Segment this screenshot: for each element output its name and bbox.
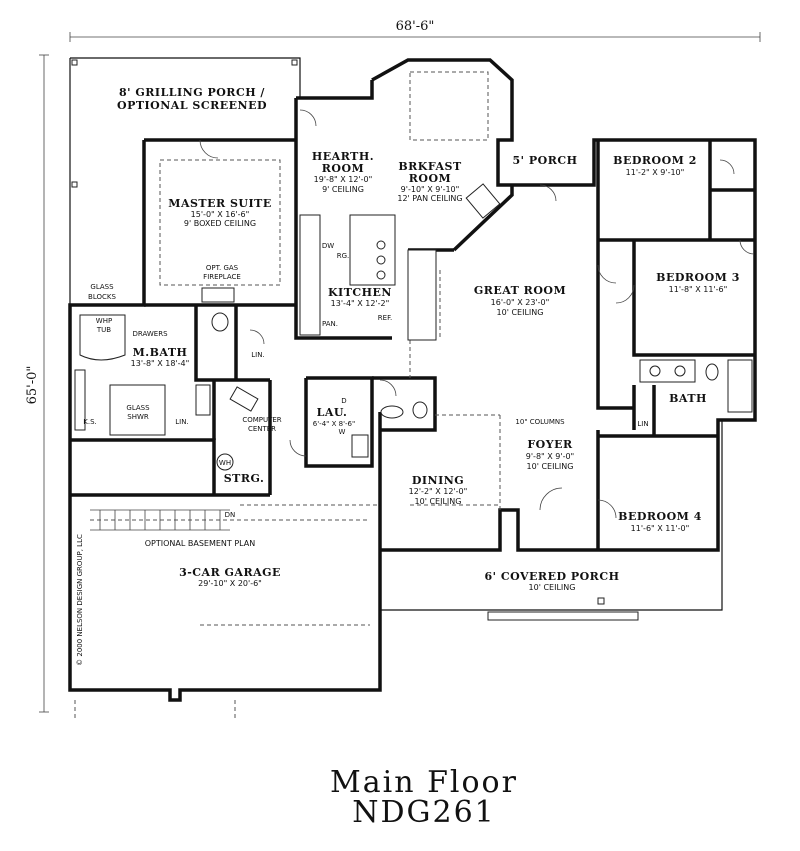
garage-label: 3-CAR GARAGE xyxy=(179,566,281,579)
whp-tub-label: WHP xyxy=(96,317,112,325)
brkfast-room-note: 12' PAN CEILING xyxy=(397,194,462,203)
interior-walls xyxy=(70,140,755,550)
computer-center-label: COMPUTER xyxy=(242,416,281,424)
bedroom-4-size: 11'-6" X 11'-0" xyxy=(631,524,690,533)
master-suite-label: MASTER SUITE xyxy=(168,197,271,210)
hearth-room-size: 19'-8" X 12'-0" xyxy=(314,175,373,184)
brkfast-room-size: 9'-10" X 9'-10" xyxy=(401,185,460,194)
ks-label: K.S. xyxy=(83,418,96,426)
foyer-note: 10' CEILING xyxy=(527,462,574,471)
ceiling-outlines xyxy=(74,71,501,720)
kitchen: KITCHEN 13'-4" X 12'-2" xyxy=(328,286,392,308)
dw-label: DW xyxy=(322,242,334,250)
lau-w-label: W xyxy=(339,428,346,436)
strg-label: STRG. xyxy=(224,472,265,485)
pan-label: PAN. xyxy=(322,320,338,328)
dimension-lines xyxy=(39,32,761,713)
bedroom-3-label: BEDROOM 3 xyxy=(656,271,740,284)
dining-note: 10' CEILING xyxy=(415,497,462,506)
copyright-label: © 2000 NELSON DESIGN GROUP, LLC xyxy=(76,534,84,666)
bedroom-4-label: BEDROOM 4 xyxy=(618,510,702,523)
glass-shwr-label-2: SHWR xyxy=(127,413,149,421)
master-suite: MASTER SUITE 15'-0" X 16'-6" 9' BOXED CE… xyxy=(168,197,271,228)
bedroom-2-size: 11'-2" X 9'-10" xyxy=(626,168,685,177)
plan-title: Main Floor xyxy=(330,765,518,800)
plan-code: NDG261 xyxy=(352,795,496,830)
garage: 3-CAR GARAGE 29'-10" X 20'-6" xyxy=(179,566,281,588)
grilling-porch-label: 8' GRILLING PORCH / xyxy=(119,86,265,99)
porch-5-label: 5' PORCH xyxy=(513,154,578,167)
covered-porch: 6' COVERED PORCH 10' CEILING xyxy=(485,570,620,592)
brkfast-room-label-2: ROOM xyxy=(409,172,451,185)
master-suite-size: 15'-0" X 16'-6" xyxy=(191,210,250,219)
lau: LAU. 6'-4" X 8'-6" xyxy=(313,406,355,428)
exterior-walls xyxy=(68,58,757,702)
dn-label: DN xyxy=(225,511,236,519)
rg-label: RG. xyxy=(337,252,350,260)
hearth-room-label-2: ROOM xyxy=(322,162,364,175)
covered-porch-outline xyxy=(379,420,723,621)
hearth-room: HEARTH. ROOM 19'-8" X 12'-0" 9' CEILING xyxy=(312,150,374,194)
columns-label: 10" COLUMNS xyxy=(515,418,565,426)
height-dimension: 65'-0" xyxy=(25,366,40,405)
grilling-porch-label-2: OPTIONAL SCREENED xyxy=(117,99,267,112)
fixtures xyxy=(74,183,753,471)
bath: BATH xyxy=(669,392,707,405)
basement-label: OPTIONAL BASEMENT PLAN xyxy=(145,539,256,548)
lin-bed-label: LIN xyxy=(637,420,648,428)
foyer: FOYER 9'-8" X 9'-0" 10' CEILING xyxy=(526,438,574,471)
great-room-label: GREAT ROOM xyxy=(474,284,566,297)
lau-size: 6'-4" X 8'-6" xyxy=(313,420,355,428)
fireplace-label: FIREPLACE xyxy=(203,273,241,281)
m-bath: M.BATH 13'-8" X 18'-4" xyxy=(131,346,190,368)
whp-tub-label-2: TUB xyxy=(96,326,111,334)
hearth-room-label: HEARTH. xyxy=(312,150,374,163)
grilling-porch: 8' GRILLING PORCH / OPTIONAL SCREENED xyxy=(117,86,267,112)
glass-blocks-label: GLASS xyxy=(90,283,114,291)
great-room-note: 10' CEILING xyxy=(497,308,544,317)
dining-label: DINING xyxy=(412,474,464,487)
computer-center-label-2: CENTER xyxy=(248,425,276,433)
bedroom-3: BEDROOM 3 11'-8" X 11'-6" xyxy=(656,271,740,294)
great-room: GREAT ROOM 16'-0" X 23'-0" 10' CEILING xyxy=(474,284,566,317)
bedroom-2: BEDROOM 2 11'-2" X 9'-10" xyxy=(613,154,697,177)
foyer-label: FOYER xyxy=(527,438,573,451)
lin-bath-label: LIN. xyxy=(175,418,188,426)
kitchen-size: 13'-4" X 12'-2" xyxy=(331,299,390,308)
bedroom-4: BEDROOM 4 11'-6" X 11'-0" xyxy=(618,510,702,533)
bedroom-2-label: BEDROOM 2 xyxy=(613,154,697,167)
basement-stairs xyxy=(90,509,230,531)
covered-porch-label: 6' COVERED PORCH xyxy=(485,570,620,583)
lau-label: LAU. xyxy=(317,406,348,419)
glass-shwr-label: GLASS xyxy=(126,404,150,412)
garage-size: 29'-10" X 20'-6" xyxy=(198,579,262,588)
kitchen-label: KITCHEN xyxy=(328,286,392,299)
drawers-label: DRAWERS xyxy=(132,330,168,338)
width-dimension: 68'-6" xyxy=(396,19,435,34)
wh-label: WH xyxy=(219,459,231,467)
lin-hall-label: LIN. xyxy=(251,351,264,359)
hearth-room-note: 9' CEILING xyxy=(322,185,364,194)
brkfast-room: BRKFAST ROOM 9'-10" X 9'-10" 12' PAN CEI… xyxy=(397,160,462,203)
brkfast-room-label: BRKFAST xyxy=(398,160,462,173)
foyer-size: 9'-8" X 9'-0" xyxy=(526,452,574,461)
great-room-size: 16'-0" X 23'-0" xyxy=(491,298,550,307)
bath-label: BATH xyxy=(669,392,707,405)
dining-size: 12'-2" X 12'-0" xyxy=(409,487,468,496)
lau-d-label: D xyxy=(341,397,346,405)
door-swings xyxy=(199,109,755,519)
ref-label: REF. xyxy=(378,314,392,322)
dining: DINING 12'-2" X 12'-0" 10' CEILING xyxy=(409,474,468,506)
m-bath-label: M.BATH xyxy=(133,346,188,359)
opt-gas-label: OPT. GAS xyxy=(206,264,239,272)
bedroom-3-size: 11'-8" X 11'-6" xyxy=(669,285,728,294)
covered-porch-note: 10' CEILING xyxy=(529,583,576,592)
master-suite-note: 9' BOXED CEILING xyxy=(184,219,256,228)
glass-blocks-label-2: BLOCKS xyxy=(88,293,116,301)
m-bath-size: 13'-8" X 18'-4" xyxy=(131,359,190,368)
grilling-porch-area xyxy=(69,57,301,305)
